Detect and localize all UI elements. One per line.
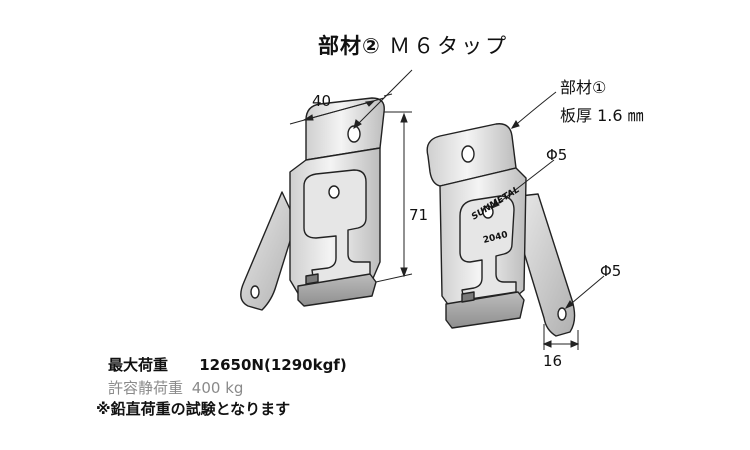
allowable-load-label: 許容静荷重 — [108, 379, 184, 397]
max-load-line: 最大荷重 12650N(1290kgf) — [108, 354, 347, 375]
hole-diameter-upper: Φ5 — [546, 146, 568, 164]
width-dimension: 40 — [312, 92, 332, 110]
diagram-title: 部材② Ｍ６タップ — [318, 30, 509, 60]
height-dimension: 71 — [409, 206, 429, 224]
allowable-load-value: 400 kg — [191, 379, 244, 397]
right-bracket — [426, 123, 576, 337]
title-part: 部材② — [318, 34, 381, 58]
left-bracket — [240, 97, 385, 311]
allowable-load-line: 許容静荷重 400 kg — [108, 377, 243, 398]
title-desc: Ｍ６タップ — [389, 34, 510, 58]
dimension-lines — [289, 69, 605, 350]
test-note: ※鉛直荷重の試験となります — [96, 400, 291, 418]
depth-dimension: 16 — [543, 352, 563, 370]
max-load-label: 最大荷重 — [108, 356, 169, 374]
part1-name-label: 部材① — [560, 78, 607, 97]
hole-diameter-lower: Φ5 — [600, 262, 622, 280]
max-load-value: 12650N(1290kgf) — [199, 356, 347, 374]
part1-thickness-label: 板厚 1.6 ㎜ — [560, 106, 644, 125]
